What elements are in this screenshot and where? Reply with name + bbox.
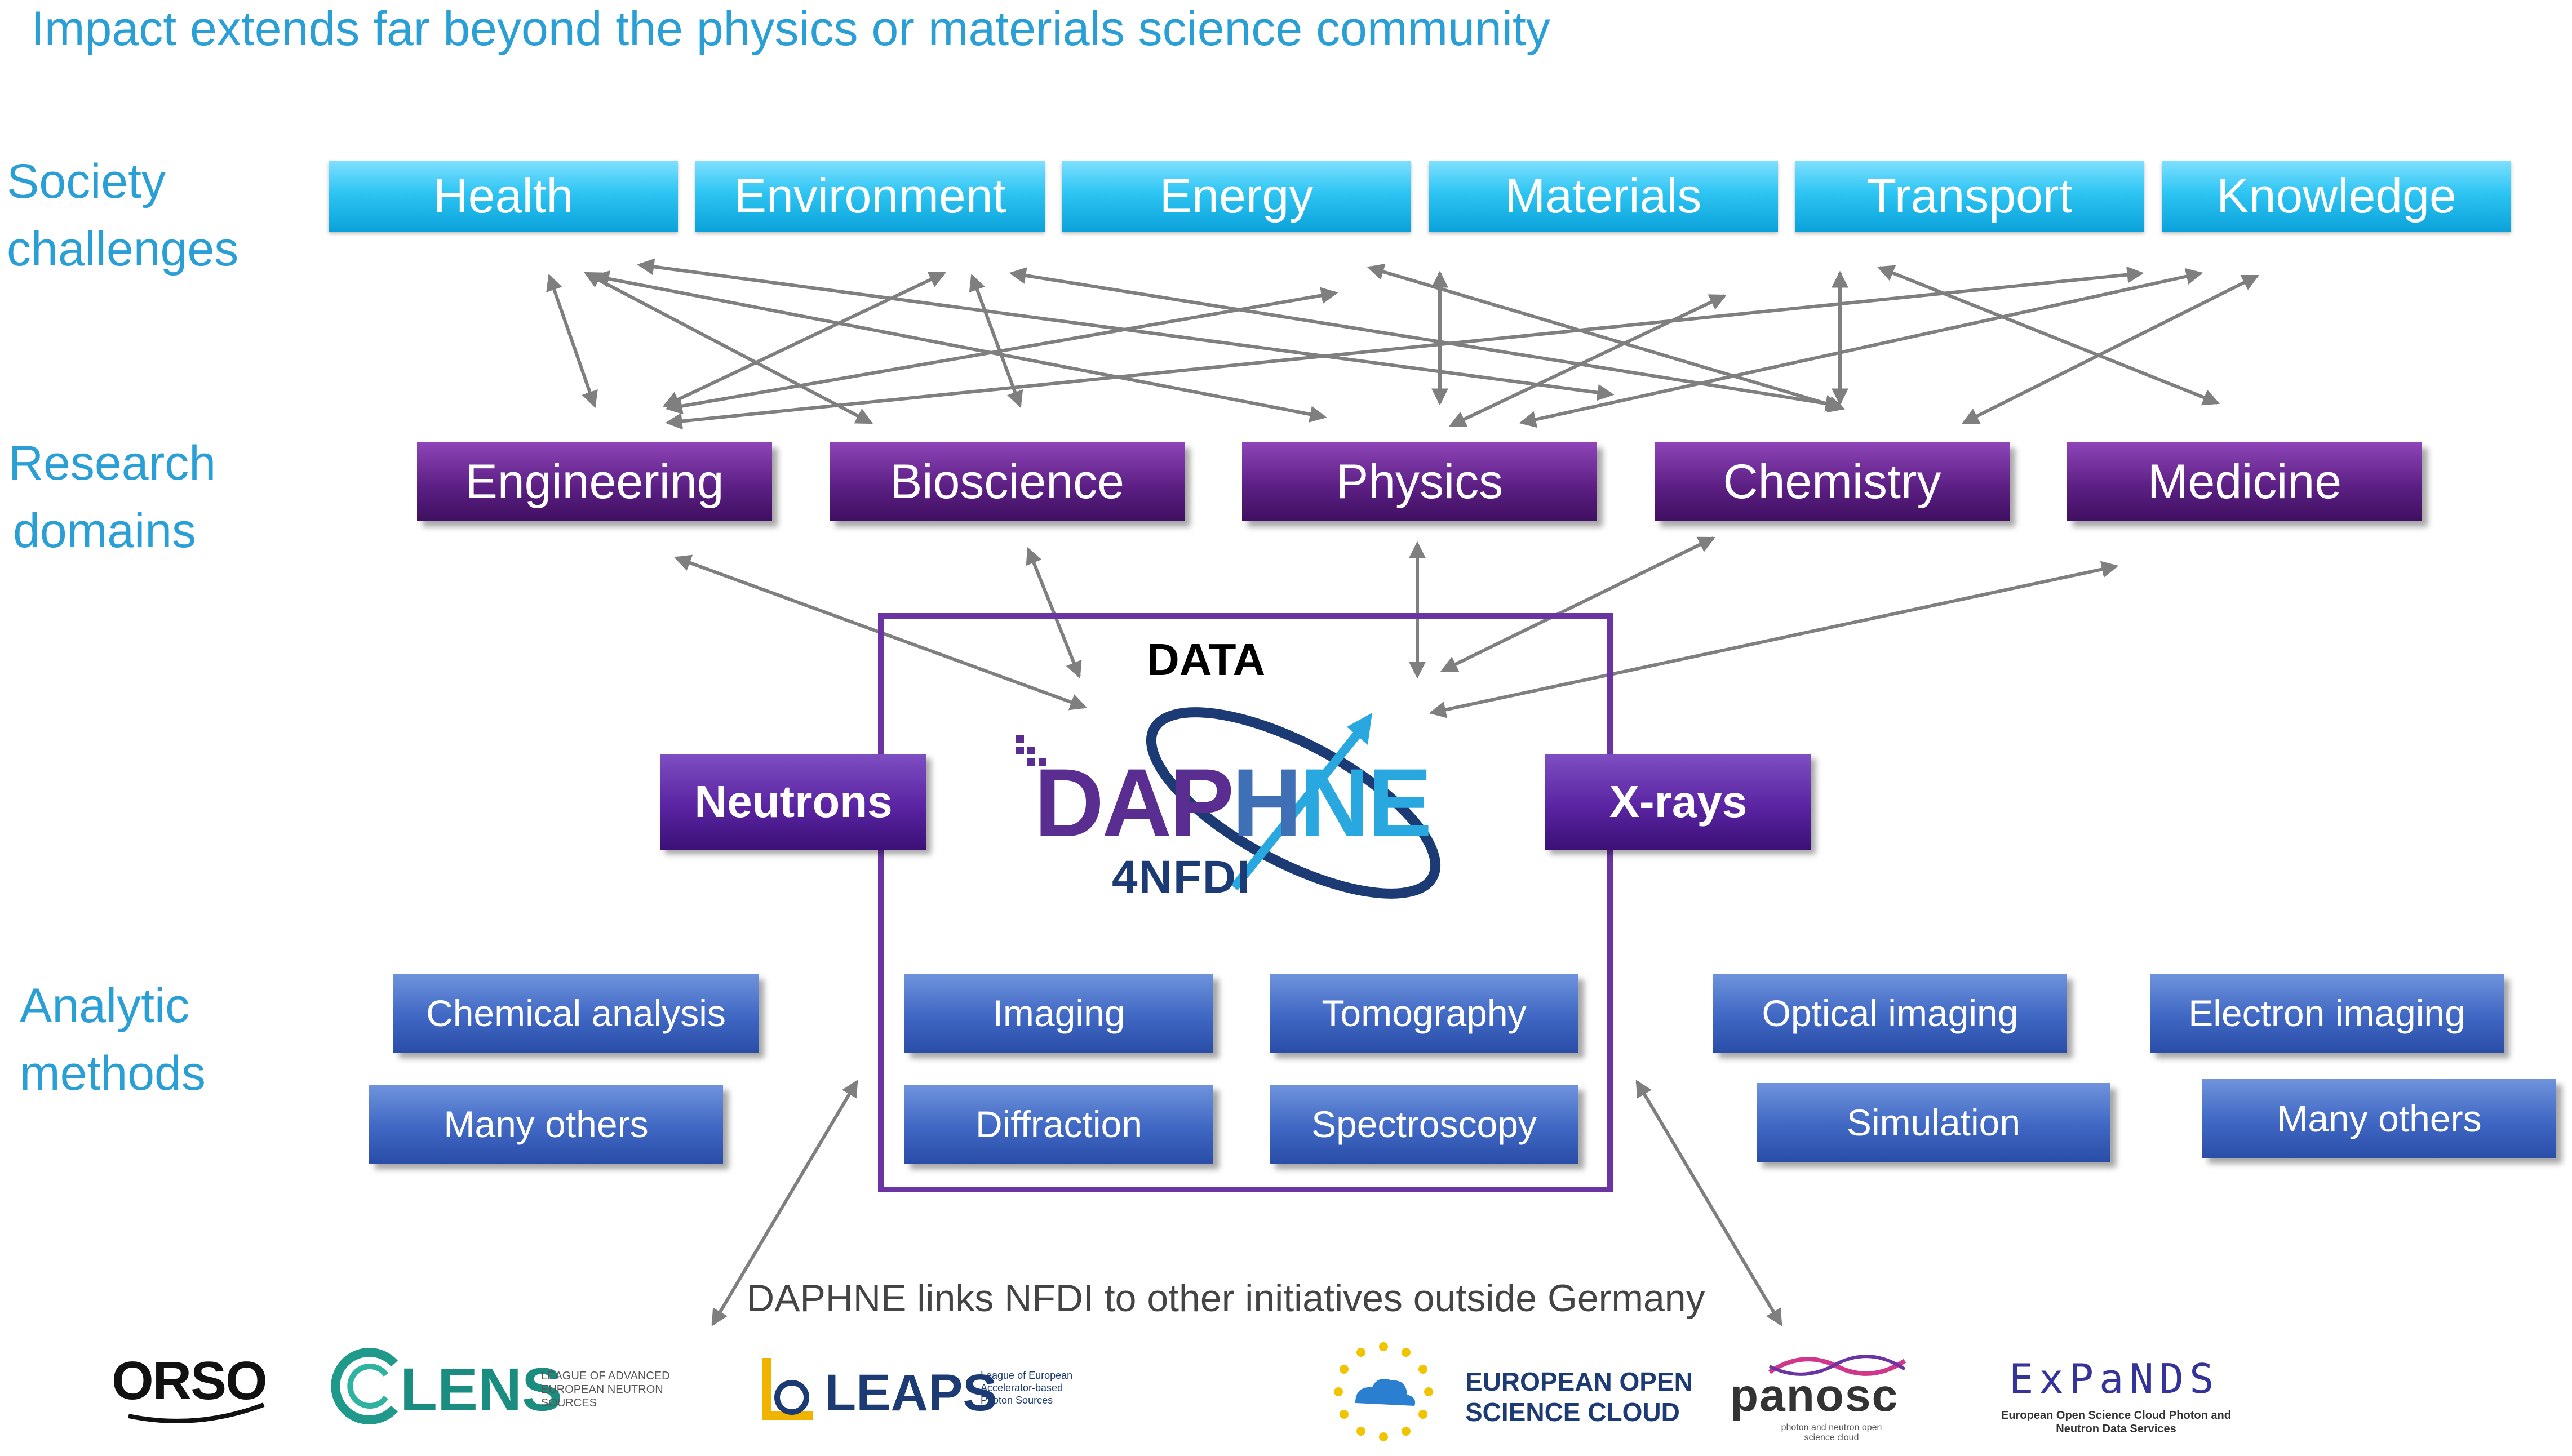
research-domain-physics: Physics	[1242, 442, 1597, 521]
method-electron-imaging: Electron imaging	[2150, 974, 2504, 1053]
eosc-stars-icon	[1334, 1342, 1433, 1441]
panosc-logo-subtitle: photon and neutron open science cloud	[1781, 1423, 1882, 1442]
daphne-frame	[878, 613, 1613, 1192]
data-label: DATA	[1147, 634, 1266, 685]
lens-ring-icon	[331, 1348, 398, 1424]
panosc-wave-icon	[1768, 1355, 1906, 1376]
daphne-logo-subtitle: 4NFDI	[1112, 851, 1251, 903]
eosc-logo-text: EUROPEAN OPEN SCIENCE CLOUD	[1465, 1366, 1693, 1427]
method-imaging: Imaging	[904, 974, 1213, 1053]
probe-xrays: X-rays	[1545, 754, 1811, 850]
daphne-logo: DAPHNE 4NFDI	[1012, 699, 1474, 913]
method-spectroscopy: Spectroscopy	[1270, 1085, 1578, 1164]
society-challenge-health: Health	[329, 161, 678, 232]
analytic-methods-label: Analytic methods	[20, 972, 206, 1107]
orso-swoosh-icon	[128, 1402, 265, 1423]
panosc-logo: panosc photon and neutron open science c…	[1724, 1350, 1939, 1451]
orso-logo-text: ORSO	[112, 1351, 268, 1411]
logo-text-dark: DAP	[1034, 749, 1234, 857]
method-chemical-analysis: Chemical analysis	[393, 974, 759, 1053]
research-domain-engineering: Engineering	[417, 442, 772, 521]
society-label-line1: Society	[7, 154, 166, 208]
panosc-logo-text: panosc	[1730, 1370, 1899, 1421]
society-challenge-environment: Environment	[695, 161, 1045, 232]
expands-logo-subtitle: European Open Science Cloud Photon and N…	[2001, 1409, 2231, 1435]
leaps-logo-text: LEAPS	[824, 1364, 997, 1422]
leaps-logo: LEAPS League of European Accelerator-bas…	[758, 1352, 1096, 1431]
research-domain-chemistry: Chemistry	[1655, 442, 2010, 521]
research-domain-bioscience: Bioscience	[830, 442, 1185, 521]
eosc-logo-line1: EUROPEAN OPEN	[1465, 1367, 1693, 1396]
research-label-line2: domains	[13, 504, 197, 558]
logo-text-light: NE	[1300, 749, 1432, 857]
method-tomography: Tomography	[1270, 974, 1578, 1053]
logo-text-mid: H	[1232, 749, 1302, 857]
leaps-emblem-icon	[762, 1358, 813, 1420]
research-domains-label: Research domains	[8, 429, 216, 565]
society-label-line2: challenges	[7, 222, 239, 276]
daphne-logo-graphic	[1016, 707, 1441, 899]
analytic-label-line1: Analytic	[20, 979, 190, 1033]
society-challenge-energy: Energy	[1062, 161, 1411, 232]
method-many-others-left: Many others	[369, 1085, 723, 1164]
daphne-logo-wordmark: DAPHNE	[1034, 747, 1432, 859]
eosc-logo: EUROPEAN OPEN SCIENCE CLOUD	[1322, 1335, 1693, 1448]
expands-logo-text: ExPaNDS	[2009, 1355, 2220, 1402]
method-diffraction: Diffraction	[904, 1085, 1213, 1164]
leaps-logo-subtitle: League of European Accelerator-based Pho…	[981, 1370, 1073, 1406]
analytic-label-line2: methods	[20, 1046, 206, 1100]
research-label-line1: Research	[8, 436, 216, 490]
page-title: Impact extends far beyond the physics or…	[31, 2, 1550, 56]
method-simulation: Simulation	[1757, 1083, 2110, 1162]
eosc-logo-line2: SCIENCE CLOUD	[1465, 1397, 1680, 1427]
research-domain-medicine: Medicine	[2067, 442, 2422, 521]
daphne-links-caption: DAPHNE links NFDI to other initiatives o…	[747, 1277, 1705, 1320]
lens-logo: LENS LEAGUE OF ADVANCED EUROPEAN NEUTRON…	[327, 1344, 688, 1428]
expands-logo: ExPaNDS European Open Science Cloud Phot…	[1998, 1355, 2246, 1445]
society-challenge-transport: Transport	[1795, 161, 2144, 232]
lens-logo-subtitle: LEAGUE OF ADVANCED EUROPEAN NEUTRON SOUR…	[541, 1370, 670, 1409]
method-optical-imaging: Optical imaging	[1713, 974, 2067, 1053]
probe-neutrons: Neutrons	[660, 754, 926, 850]
method-many-others-right: Many others	[2202, 1079, 2556, 1158]
society-challenges-label: Society challenges	[7, 148, 238, 283]
lens-logo-text: LENS	[400, 1355, 563, 1423]
society-challenge-knowledge: Knowledge	[2162, 161, 2511, 232]
orso-logo: ORSO	[112, 1346, 275, 1424]
society-challenge-materials: Materials	[1429, 161, 1778, 232]
